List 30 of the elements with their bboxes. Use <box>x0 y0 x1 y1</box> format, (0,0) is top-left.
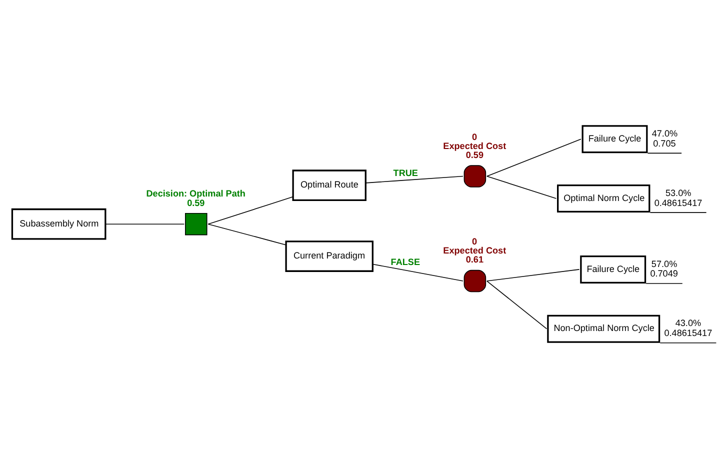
node-box: Current Paradigm <box>285 240 374 272</box>
node-label: 53.0% <box>665 187 692 198</box>
node-label: 0.705 <box>653 138 676 148</box>
node-box: Optimal Route <box>292 169 366 200</box>
node-box: Subassembly Norm <box>11 208 106 240</box>
node-label: 0.48615417 <box>664 328 712 338</box>
node-label: Decision: Optimal Path <box>146 188 246 198</box>
node-label: 47.0% <box>652 128 678 138</box>
node-label: 0.7049 <box>650 268 678 278</box>
connector <box>208 196 294 224</box>
connector <box>365 175 464 183</box>
node-label: 0 <box>472 131 478 142</box>
connector <box>208 223 286 245</box>
edge-label: TRUE <box>393 168 418 178</box>
node-label: 0 <box>472 236 478 246</box>
node-label: 57.0% <box>651 258 678 268</box>
connector <box>486 175 557 198</box>
connector <box>486 268 580 281</box>
node-label: 0.48615417 <box>654 197 702 208</box>
node-label: 0.59 <box>466 149 484 160</box>
node-label: 0.59 <box>187 197 205 208</box>
node-label: Expected Cost <box>443 245 506 256</box>
connector <box>105 223 185 224</box>
node-label: 43.0% <box>675 318 702 328</box>
connector <box>372 263 464 281</box>
node-label: 0.61 <box>466 254 484 264</box>
node-label: Expected Cost <box>443 140 506 150</box>
edge-label: FALSE <box>390 256 420 267</box>
connector <box>486 280 548 329</box>
connector <box>486 138 582 176</box>
